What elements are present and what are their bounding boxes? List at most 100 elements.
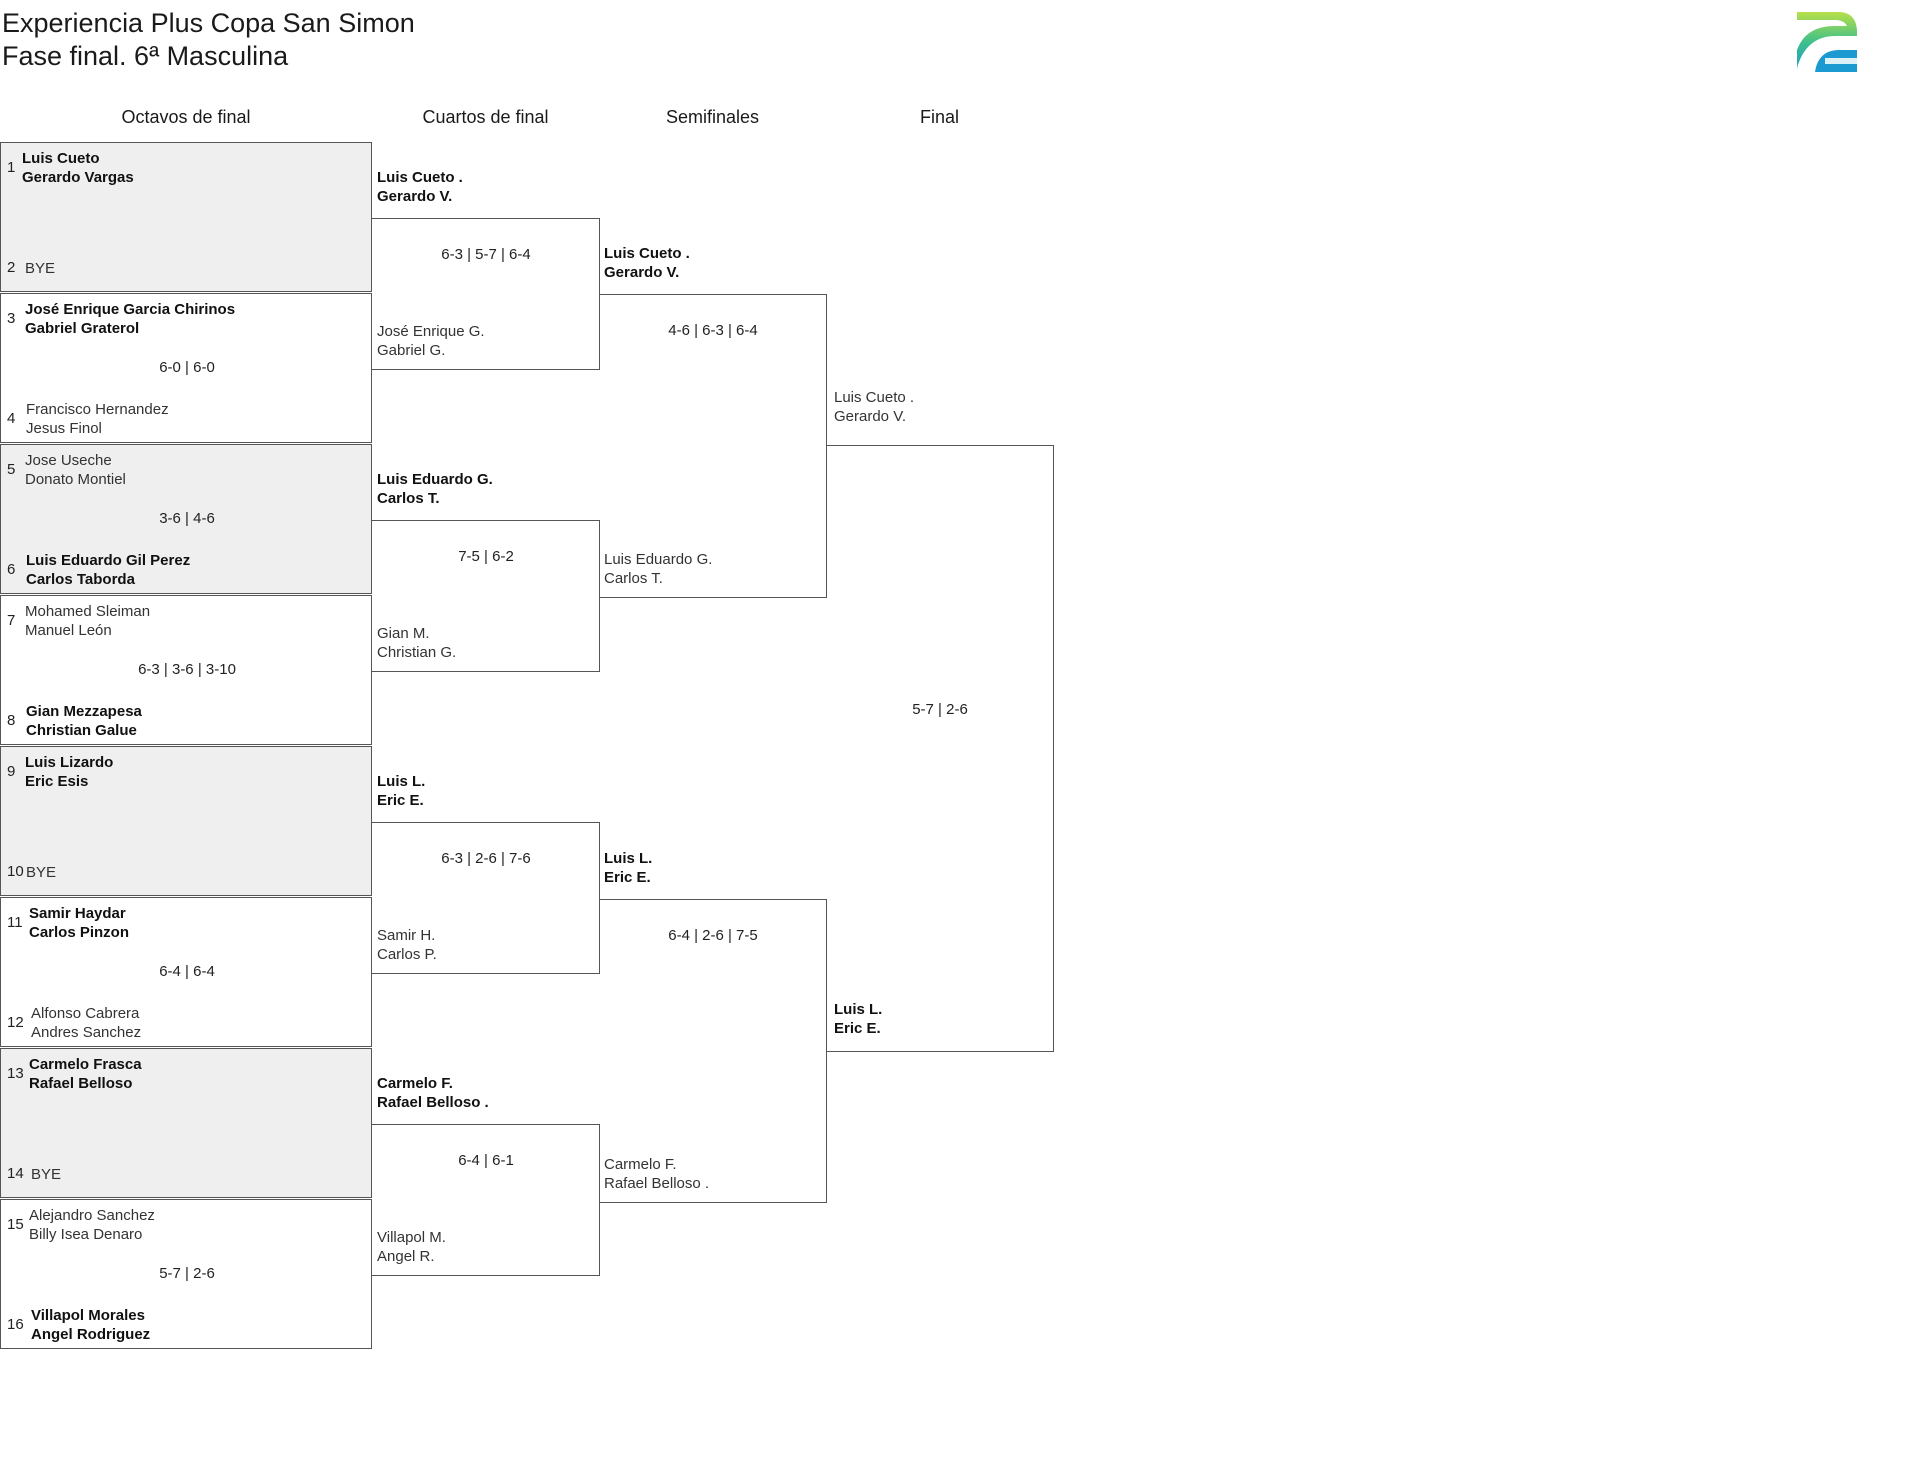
player-name: Luis L. [377, 773, 426, 790]
match-score: 6-3 | 3-6 | 3-10 [138, 661, 236, 678]
seed-number: 3 [7, 310, 16, 327]
player-name: Donato Montiel [25, 471, 126, 488]
team-pair: Luis Cueto . Gerardo V. [834, 388, 914, 426]
player-name: Carlos Taborda [26, 571, 135, 588]
seed-number: 9 [7, 763, 16, 780]
player-name: Eric E. [377, 792, 424, 809]
team-pair: BYE [31, 1165, 61, 1184]
match-score: 6-3 | 2-6 | 7-6 [441, 850, 531, 867]
tournament-logo-icon [1797, 12, 1857, 72]
player-name: José Enrique Garcia Chirinos [25, 301, 236, 318]
match-score: 6-4 | 2-6 | 7-5 [668, 927, 758, 944]
player-name: Carlos T. [377, 490, 440, 507]
player-name: Billy Isea Denaro [29, 1226, 143, 1243]
seed-number: 11 [7, 914, 23, 931]
team-pair: Luis L. Eric E. [377, 772, 425, 810]
seed-number: 2 [7, 259, 16, 276]
team-pair: Luis Eduardo G. Carlos T. [377, 470, 493, 508]
player-name: Luis Cueto . [604, 245, 690, 262]
player-name: Rafael Belloso . [377, 1094, 489, 1111]
seed-number: 1 [7, 159, 16, 176]
seed-number: 4 [7, 410, 16, 427]
player-name: Alfonso Cabrera [31, 1005, 140, 1022]
player-name: Gerardo V. [604, 264, 680, 281]
bracket-connector-box [826, 445, 1054, 1052]
seed-number: 13 [7, 1065, 24, 1082]
player-name: Alejandro Sanchez [29, 1207, 155, 1224]
seed-number: 7 [7, 612, 16, 629]
player-name: BYE [31, 1166, 62, 1183]
player-name: Jesus Finol [26, 420, 102, 437]
player-name: Luis Eduardo Gil Perez [26, 552, 191, 569]
player-name: Luis Eduardo G. [377, 471, 493, 488]
player-name: Gerardo V. [377, 188, 453, 205]
player-name: Carmelo F. [377, 1075, 453, 1092]
player-name: Mohamed Sleiman [25, 603, 151, 620]
bracket-connector-box [372, 822, 600, 974]
seed-number: 10 [7, 863, 24, 880]
player-name: Angel R. [377, 1248, 435, 1265]
seed-number: 14 [7, 1165, 24, 1182]
player-name: Eric E. [604, 869, 651, 886]
match-score: 4-6 | 6-3 | 6-4 [668, 322, 758, 339]
match-score: 3-6 | 4-6 [159, 510, 215, 527]
player-name: Gabriel G. [377, 342, 446, 359]
player-name: Gian Mezzapesa [26, 703, 142, 720]
player-name: BYE [25, 260, 56, 277]
player-name: Luis Lizardo [25, 754, 114, 771]
player-name: Luis Cueto . [834, 389, 915, 406]
round-header-cuartos: Cuartos de final [422, 107, 549, 127]
player-name: Gerardo V. [834, 408, 906, 425]
team-pair: Villapol M. Angel R. [377, 1228, 446, 1266]
player-name: Rafael Belloso . [604, 1175, 710, 1192]
player-name: Luis Cueto [22, 150, 100, 167]
player-name: BYE [26, 864, 57, 881]
player-name: Rafael Belloso [29, 1075, 133, 1092]
match-score: 6-0 | 6-0 [159, 359, 215, 376]
player-name: Villapol M. [377, 1229, 446, 1246]
player-name: José Enrique G. [377, 323, 485, 340]
match-score: 6-4 | 6-4 [159, 963, 215, 980]
team-pair: Carmelo F. Rafael Belloso . [377, 1074, 489, 1112]
team-pair: Luis Cueto . Gerardo V. [604, 244, 690, 282]
player-name: Manuel León [25, 622, 112, 639]
player-name: Samir Haydar [29, 905, 126, 922]
seed-number: 8 [7, 712, 16, 729]
seed-number: 5 [7, 461, 16, 478]
player-name: Andres Sanchez [31, 1024, 142, 1041]
team-pair: Luis L.Eric E. [834, 1000, 882, 1038]
team-pair: BYE [26, 863, 56, 882]
player-name: Luis Eduardo G. [604, 551, 713, 568]
round-header-semis: Semifinales [665, 107, 760, 127]
player-name: Gian M. [377, 625, 430, 642]
tournament-subtitle: Fase final. 6ª Masculina [2, 41, 289, 71]
bracket-connector-box [372, 1124, 600, 1276]
player-name: Francisco Hernandez [26, 401, 169, 418]
seed-number: 6 [7, 561, 16, 578]
team-pair: Luis Eduardo G.Carlos T. [604, 550, 712, 588]
team-pair: Gian M. Christian G. [377, 624, 456, 662]
player-name: Christian G. [377, 644, 457, 661]
player-name: Christian Galue [26, 722, 137, 739]
player-name: Carlos P. [377, 946, 437, 963]
team-pair: Luis L.Eric E. [604, 849, 652, 887]
player-name: Samir H. [377, 927, 436, 944]
player-name: Angel Rodriguez [31, 1326, 151, 1343]
match-score: 6-4 | 6-1 [458, 1152, 514, 1169]
